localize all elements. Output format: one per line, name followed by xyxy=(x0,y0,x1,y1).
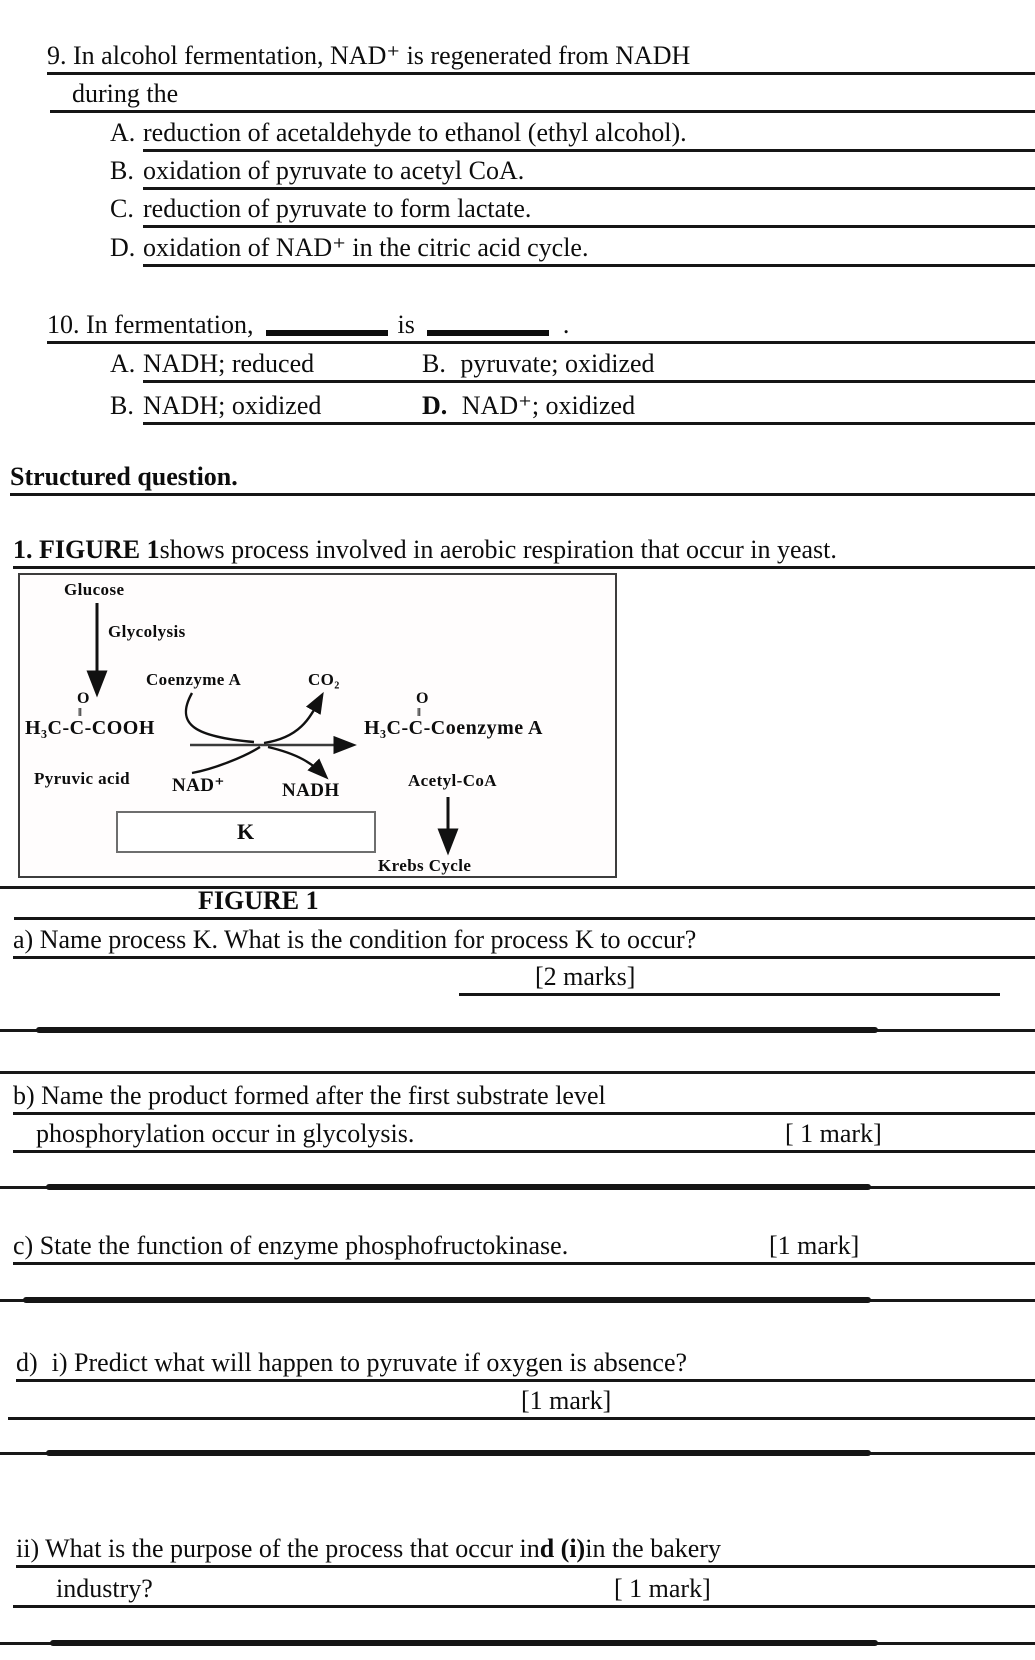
option-text: NADH; oxidized xyxy=(143,390,322,420)
option-text: NAD⁺; oxidized xyxy=(461,390,636,420)
acetyl-coa-structure: O ‖ H₃C-C-Coenzyme A xyxy=(364,690,543,739)
part-d-ii-post: in the bakery xyxy=(585,1533,721,1563)
question-10-is: is xyxy=(397,309,415,339)
q9-option-a: A. reduction of acetaldehyde to ethanol … xyxy=(110,113,1035,152)
figure-caption-row: FIGURE 1 xyxy=(14,881,1035,920)
answer-line xyxy=(36,1027,878,1033)
acetyl-coa-label: Acetyl-CoA xyxy=(408,771,497,790)
figure-1-diagram: Glucose Glycolysis Coenzyme A CO₂ O ‖ H₃… xyxy=(18,573,617,878)
krebs-cycle-label: Krebs Cycle xyxy=(378,856,472,875)
q9-option-d: D. oxidation of NAD⁺ in the citric acid … xyxy=(110,228,1035,267)
q10-options-row-1: A. NADH; reduced B. pyruvate; oxidized xyxy=(110,344,1035,383)
part-d-prefix: d) xyxy=(16,1347,38,1377)
question-1-bold: 1. FIGURE 1 xyxy=(13,534,160,564)
part-b-row-1: b) Name the product formed after the fir… xyxy=(13,1076,1035,1115)
option-text: NADH; reduced xyxy=(143,348,315,378)
carbonyl-oxygen: O xyxy=(77,690,90,707)
co2-out-arrow xyxy=(263,691,324,745)
option-letter: D. xyxy=(422,390,448,420)
part-d-ii-marks: [ 1 mark] xyxy=(614,1573,711,1603)
part-b-text-1: b) Name the product formed after the fir… xyxy=(13,1080,606,1110)
part-b-text-2: phosphorylation occur in glycolysis. xyxy=(36,1118,415,1148)
answer-line xyxy=(46,1450,871,1456)
question-1-line: 1. FIGURE 1 shows process involved in ae… xyxy=(13,530,1035,569)
option-letter: A. xyxy=(110,348,136,378)
part-d-ii-text-2: industry? xyxy=(56,1573,153,1603)
pyruvic-acid-structure: O ‖ H₃C-C-COOH xyxy=(25,690,155,739)
question-9-text: 9. In alcohol fermentation, NAD⁺ is rege… xyxy=(47,40,691,70)
answer-line xyxy=(23,1297,871,1303)
option-letter: B. xyxy=(110,390,134,420)
pyruvic-acid-label: Pyruvic acid xyxy=(34,769,130,788)
process-k-box: K xyxy=(116,811,376,853)
answer-blank xyxy=(426,330,549,336)
question-9-line-2: during the xyxy=(50,74,1035,113)
nadh-out-arrow xyxy=(267,745,329,780)
part-c-row: c) State the function of enzyme phosphof… xyxy=(13,1226,1035,1265)
coenzyme-a-in-arc xyxy=(184,692,255,744)
option-text: reduction of pyruvate to form lactate. xyxy=(143,193,532,223)
part-d-ii-row-2: industry? [ 1 mark] xyxy=(13,1569,1035,1608)
option-letter: C. xyxy=(110,193,134,223)
pyruvic-formula: H₃C-C-COOH xyxy=(25,717,155,739)
double-bond: ‖ xyxy=(78,705,82,719)
option-letter: D. xyxy=(110,232,136,262)
part-d-i-row: d) i) Predict what will happen to pyruva… xyxy=(16,1343,1035,1382)
part-d-ii-pre: ii) What is the purpose of the process t… xyxy=(16,1533,540,1563)
option-letter: B. xyxy=(422,348,446,378)
option-text: pyruvate; oxidized xyxy=(460,348,655,378)
q9-option-b: B. oxidation of pyruvate to acetyl CoA. xyxy=(110,151,1035,190)
question-10-line: 10. In fermentation, is . xyxy=(47,305,1035,344)
nad-plus-label: NAD⁺ xyxy=(172,775,225,796)
q10-option-col2: D. NAD⁺; oxidized xyxy=(422,391,635,420)
option-text: oxidation of pyruvate to acetyl CoA. xyxy=(143,155,525,185)
question-1-rest: shows process involved in aerobic respir… xyxy=(159,534,837,564)
question-10-text: 10. In fermentation, xyxy=(47,309,254,339)
question-9-text-cont: during the xyxy=(72,78,179,108)
q9-option-c: C. reduction of pyruvate to form lactate… xyxy=(110,189,1035,228)
figure-arrows xyxy=(86,603,459,856)
process-k-label: K xyxy=(236,819,256,844)
part-a-marks-row: [2 marks] xyxy=(459,957,1000,996)
section-heading-row: Structured question. xyxy=(10,457,1035,496)
part-a-marks: [2 marks] xyxy=(535,961,636,991)
nad-in-arc xyxy=(191,745,261,775)
answer-blank xyxy=(265,330,388,336)
option-letter: A. xyxy=(110,117,136,147)
option-text: oxidation of NAD⁺ in the citric acid cyc… xyxy=(143,232,589,262)
glucose-label: Glucose xyxy=(64,580,125,599)
answer-line xyxy=(50,1640,878,1646)
q10-option-col2: B. pyruvate; oxidized xyxy=(422,349,655,378)
rule-line xyxy=(0,886,1035,889)
part-d-i-marks-row: [1 mark] xyxy=(8,1381,1035,1420)
part-c-marks: [1 mark] xyxy=(769,1230,860,1260)
part-a-row: a) Name process K. What is the condition… xyxy=(13,920,1035,959)
section-heading: Structured question. xyxy=(10,461,238,491)
part-c-text: c) State the function of enzyme phosphof… xyxy=(13,1230,569,1260)
nadh-label: NADH xyxy=(282,780,340,801)
part-d-ii-row-1: ii) What is the purpose of the process t… xyxy=(16,1529,1035,1568)
co2-label: CO₂ xyxy=(308,670,340,689)
coenzyme-a-label: Coenzyme A xyxy=(146,670,242,689)
answer-line xyxy=(46,1184,871,1190)
question-9-line-1: 9. In alcohol fermentation, NAD⁺ is rege… xyxy=(47,36,1035,75)
part-d-i-text: i) Predict what will happen to pyruvate … xyxy=(51,1347,688,1377)
part-b-row-2: phosphorylation occur in glycolysis. [ 1… xyxy=(13,1114,1035,1153)
acetyl-formula: H₃C-C-Coenzyme A xyxy=(364,717,543,739)
option-letter: B. xyxy=(110,155,134,185)
glycolysis-label: Glycolysis xyxy=(108,622,186,641)
q10-options-row-2: B. NADH; oxidized D. NAD⁺; oxidized xyxy=(110,386,1035,425)
double-bond: ‖ xyxy=(417,705,421,719)
part-b-marks: [ 1 mark] xyxy=(785,1118,882,1148)
figure-caption: FIGURE 1 xyxy=(198,885,319,915)
question-10-period: . xyxy=(562,309,570,339)
rule-line xyxy=(0,1071,1035,1074)
option-text: reduction of acetaldehyde to ethanol (et… xyxy=(143,117,687,147)
part-a-text: a) Name process K. What is the condition… xyxy=(13,924,697,954)
part-d-ii-bold: d (i) xyxy=(539,1533,586,1563)
part-d-i-marks: [1 mark] xyxy=(521,1385,612,1415)
carbonyl-oxygen: O xyxy=(416,690,429,707)
